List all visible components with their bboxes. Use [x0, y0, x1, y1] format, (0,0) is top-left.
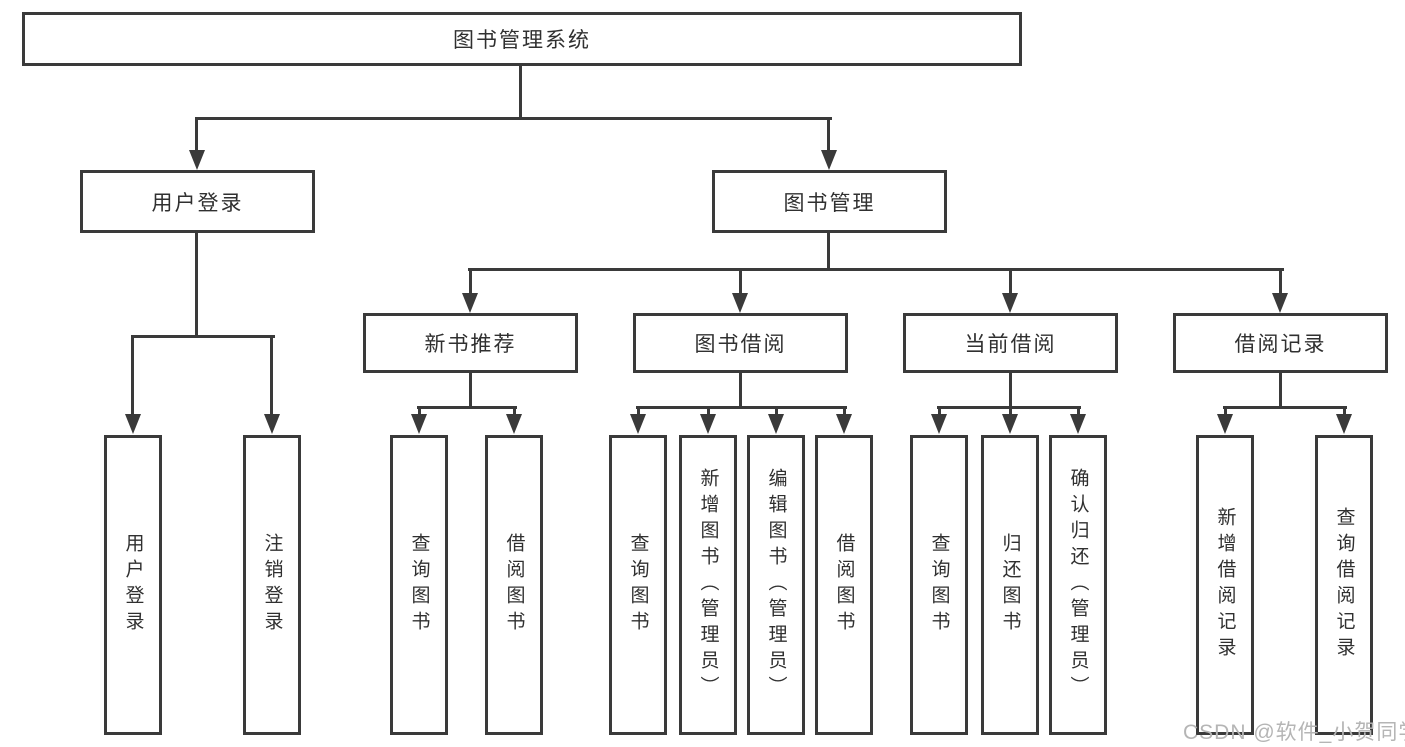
arrowhead — [931, 414, 947, 434]
node-label: 当前借阅 — [964, 333, 1057, 356]
node-label: 借阅图书 — [833, 533, 855, 637]
arrowhead — [1272, 293, 1288, 313]
connector-line — [1009, 268, 1012, 295]
leaf-borrow-books-2: 借阅图书 — [815, 435, 873, 735]
node-label: 借阅记录 — [1234, 333, 1327, 356]
arrowhead — [821, 150, 837, 170]
csdn-watermark: CSDN @软件_小贺同学 — [1183, 721, 1405, 744]
node-label: 图书借阅 — [694, 333, 787, 356]
node-label: 图书管理 — [783, 191, 876, 215]
connector-line — [637, 406, 640, 416]
node-label: 确认归还（管理员） — [1067, 468, 1089, 702]
node-label: 查询图书 — [408, 533, 430, 637]
connector-line — [131, 335, 134, 416]
node-label: 用户登录 — [151, 191, 244, 215]
leaf-user-login: 用户登录 — [104, 435, 162, 735]
connector-line — [1279, 373, 1282, 409]
node-user-login: 用户登录 — [80, 170, 315, 233]
connector-line — [775, 406, 778, 416]
connector-line — [195, 233, 198, 338]
connector-line — [938, 406, 941, 416]
connector-line — [195, 117, 198, 152]
node-current-borrowing: 当前借阅 — [903, 313, 1118, 373]
arrowhead — [264, 414, 280, 434]
arrowhead — [462, 293, 478, 313]
node-book-management: 图书管理 — [712, 170, 947, 233]
arrowhead — [1217, 414, 1233, 434]
arrowhead — [700, 414, 716, 434]
leaf-confirm-return-admin: 确认归还（管理员） — [1049, 435, 1107, 735]
leaf-return-book: 归还图书 — [981, 435, 1039, 735]
arrowhead — [411, 414, 427, 434]
leaf-query-books-1: 查询图书 — [390, 435, 448, 735]
arrowhead — [506, 414, 522, 434]
connector-line — [843, 406, 846, 416]
connector-line — [519, 66, 522, 120]
leaf-add-book-admin: 新增图书（管理员） — [679, 435, 737, 735]
connector-line — [827, 233, 830, 271]
connector-line — [1009, 373, 1012, 409]
connector-line — [1009, 406, 1012, 416]
connector-line — [469, 373, 472, 409]
node-label: 查询借阅记录 — [1333, 507, 1355, 663]
connector-line — [418, 406, 421, 416]
connector-line — [739, 268, 742, 295]
arrowhead — [125, 414, 141, 434]
connector-line — [1224, 406, 1227, 416]
leaf-query-books-3: 查询图书 — [910, 435, 968, 735]
node-label: 图书管理系统 — [453, 29, 591, 52]
connector-line — [1279, 268, 1282, 295]
leaf-add-borrow-record: 新增借阅记录 — [1196, 435, 1254, 735]
arrowhead — [1070, 414, 1086, 434]
connector-line — [417, 406, 517, 409]
node-label: 归还图书 — [999, 533, 1021, 637]
arrowhead — [1336, 414, 1352, 434]
node-new-book-recommend: 新书推荐 — [363, 313, 578, 373]
node-label: 用户登录 — [122, 533, 144, 637]
node-label: 借阅图书 — [503, 533, 525, 637]
node-label: 新增借阅记录 — [1214, 507, 1236, 663]
node-label: 注销登录 — [261, 533, 283, 637]
node-label: 新书推荐 — [424, 333, 517, 356]
connector-line — [636, 406, 847, 409]
node-label: 编辑图书（管理员） — [765, 468, 787, 702]
arrowhead — [189, 150, 205, 170]
connector-line — [1223, 406, 1347, 409]
leaf-logout: 注销登录 — [243, 435, 301, 735]
arrowhead — [1002, 293, 1018, 313]
arrowhead — [836, 414, 852, 434]
arrowhead — [768, 414, 784, 434]
leaf-query-books-2: 查询图书 — [609, 435, 667, 735]
connector-line — [131, 335, 275, 338]
connector-line — [195, 117, 832, 120]
node-library-system: 图书管理系统 — [22, 12, 1022, 66]
arrowhead — [732, 293, 748, 313]
connector-line — [707, 406, 710, 416]
connector-line — [469, 268, 472, 295]
node-book-borrowing: 图书借阅 — [633, 313, 848, 373]
leaf-query-borrow-record: 查询借阅记录 — [1315, 435, 1373, 735]
node-borrow-records: 借阅记录 — [1173, 313, 1388, 373]
connector-line — [1343, 406, 1346, 416]
leaf-borrow-books-1: 借阅图书 — [485, 435, 543, 735]
connector-line — [739, 373, 742, 409]
leaf-edit-book-admin: 编辑图书（管理员） — [747, 435, 805, 735]
connector-line — [468, 268, 1284, 271]
connector-line — [1077, 406, 1080, 416]
arrowhead — [1002, 414, 1018, 434]
connector-line — [513, 406, 516, 416]
connector-line — [827, 117, 830, 152]
node-label: 查询图书 — [627, 533, 649, 637]
connector-line — [270, 335, 273, 416]
arrowhead — [630, 414, 646, 434]
node-label: 查询图书 — [928, 533, 950, 637]
node-label: 新增图书（管理员） — [697, 468, 719, 702]
